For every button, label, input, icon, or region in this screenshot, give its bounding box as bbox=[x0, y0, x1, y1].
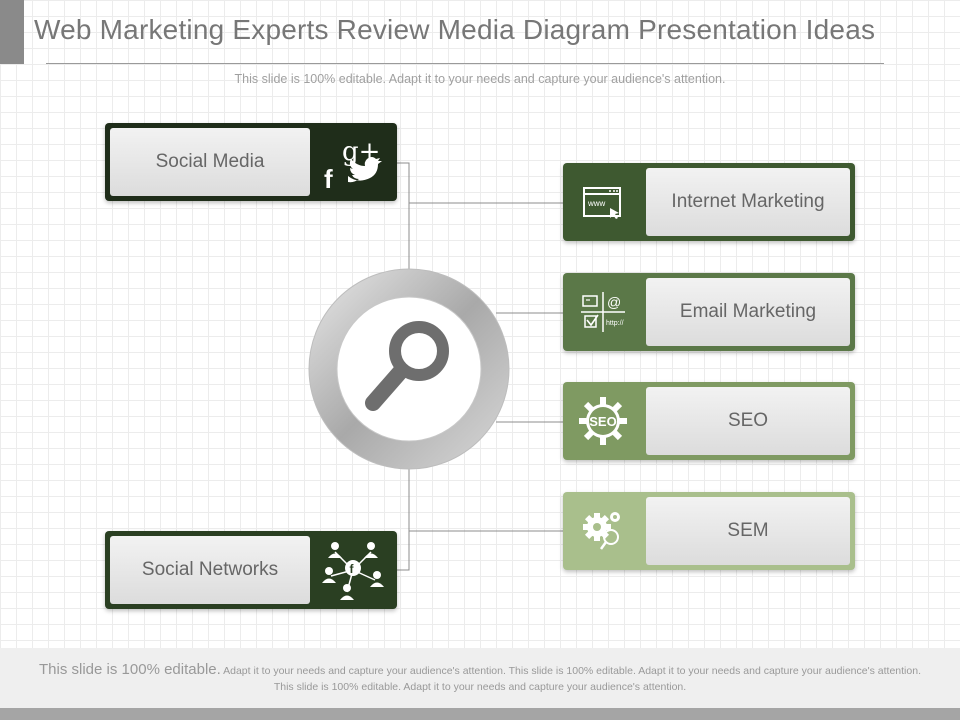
connector-social-networks bbox=[396, 466, 410, 571]
footer-text: This slide is 100% editable. Adapt it to… bbox=[30, 662, 930, 695]
www-browser-icon: www bbox=[563, 168, 643, 236]
svg-text:http://: http:// bbox=[606, 320, 624, 327]
card-label: Social Networks bbox=[110, 536, 310, 604]
connector-social-media bbox=[396, 162, 410, 270]
seo-gear-icon: SEO bbox=[563, 387, 643, 455]
footer-lead: This slide is 100% editable. bbox=[39, 661, 221, 678]
card-label: Social Media bbox=[110, 128, 310, 196]
card-label: Email Marketing bbox=[646, 278, 850, 346]
svg-text:SEO: SEO bbox=[589, 414, 616, 429]
svg-text:f: f bbox=[324, 164, 333, 192]
social-media-icon: g+ f bbox=[313, 128, 393, 196]
email-marketing-icon: @ http:// bbox=[563, 278, 643, 346]
central-hub bbox=[308, 268, 510, 470]
title-accent-bar bbox=[0, 0, 24, 64]
card-seo: SEO SEO bbox=[563, 382, 855, 460]
gears-search-icon bbox=[563, 497, 643, 565]
svg-text:www: www bbox=[587, 199, 606, 208]
card-label: SEO bbox=[646, 387, 850, 455]
card-sem: SEM bbox=[563, 492, 855, 570]
card-internet-marketing: www Internet Marketing bbox=[563, 163, 855, 241]
slide-title: Web Marketing Experts Review Media Diagr… bbox=[34, 14, 876, 45]
card-social-media: Social Media g+ f bbox=[105, 123, 397, 201]
card-social-networks: Social Networks f bbox=[105, 531, 397, 609]
footer-body: Adapt it to your needs and capture your … bbox=[223, 665, 921, 693]
social-network-icon: f bbox=[313, 536, 393, 604]
svg-text:@: @ bbox=[607, 294, 621, 310]
footer: This slide is 100% editable. Adapt it to… bbox=[0, 648, 960, 708]
bottom-bar bbox=[0, 708, 960, 720]
card-label: SEM bbox=[646, 497, 850, 565]
title-divider bbox=[46, 63, 884, 64]
magnifier-icon bbox=[365, 321, 449, 411]
card-label: Internet Marketing bbox=[646, 168, 850, 236]
slide-subtitle: This slide is 100% editable. Adapt it to… bbox=[234, 72, 726, 86]
svg-text:f: f bbox=[350, 562, 355, 576]
card-email-marketing: @ http:// Email Marketing bbox=[563, 273, 855, 351]
